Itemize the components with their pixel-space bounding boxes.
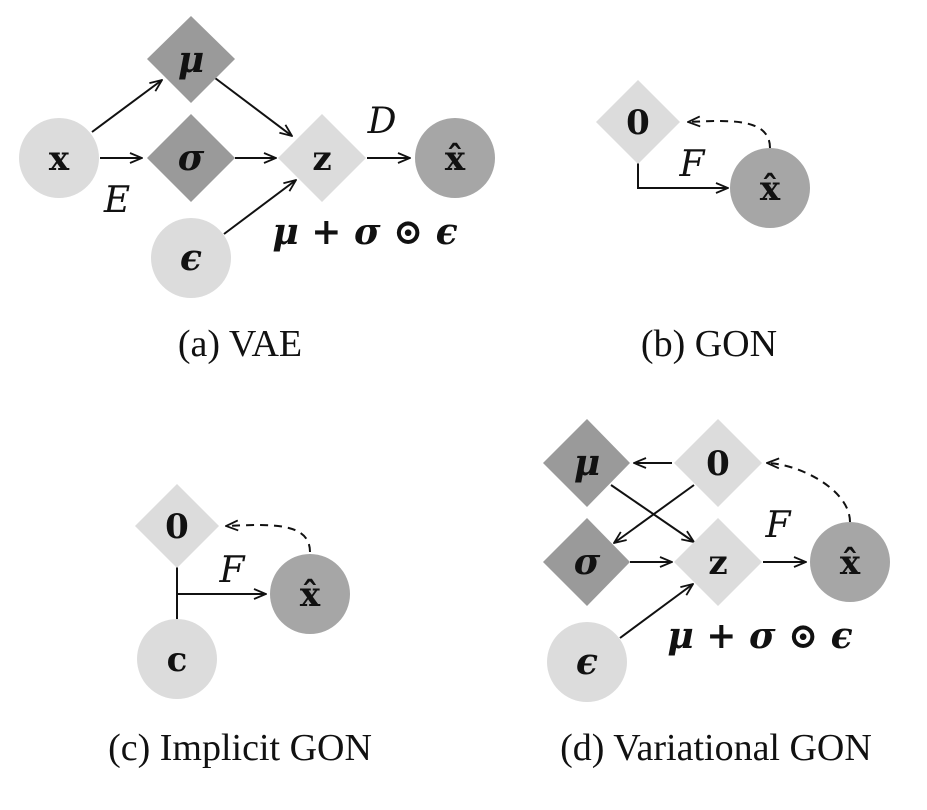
caption-b: (b) GON: [641, 323, 777, 365]
reparam-formula: μ + σ ⊙ ϵ: [272, 211, 457, 253]
edge-label-F: F: [219, 550, 247, 591]
edge-label-E: E: [103, 180, 130, 221]
node-z-label: z: [312, 139, 331, 179]
node-x-circle: [19, 118, 99, 198]
node-zero-label: 0: [165, 507, 189, 547]
node-zero-label: 0: [626, 103, 650, 143]
node-z-label: z: [708, 543, 727, 583]
node-xhat-circle: [730, 148, 810, 228]
node-z-diamond: [278, 114, 366, 202]
panel-d-variational-gon: μ 0 σ z ϵ x̂ F μ + σ ⊙ ϵ (d) Variational…: [543, 419, 890, 769]
node-zero-diamond: [596, 80, 680, 164]
node-mu-label: μ: [574, 442, 600, 484]
edge-x-to-mu: [91, 80, 162, 133]
node-mu-label: μ: [178, 39, 204, 81]
node-xhat-label: x̂: [300, 575, 321, 615]
panel-c-implicit-gon: 0 c x̂ F (c) Implicit GON: [108, 484, 372, 769]
edge-xhat-to-zero-feedback: [767, 463, 851, 523]
edge-mu-to-z: [214, 77, 292, 136]
caption-d: (d) Variational GON: [560, 727, 872, 769]
caption-a: (a) VAE: [178, 323, 302, 365]
node-sigma-label: σ: [178, 137, 205, 179]
node-mu-diamond: [543, 419, 630, 507]
node-eps-circle: [151, 218, 231, 298]
edge-zero-to-xhat: [637, 162, 728, 188]
panel-b-gon: 0 x̂ F (b) GON: [596, 80, 810, 365]
edge-mu-to-z: [610, 484, 694, 542]
edge-label-F: F: [765, 505, 793, 546]
caption-c: (c) Implicit GON: [108, 727, 372, 769]
edge-xhat-to-zero-feedback: [226, 525, 311, 553]
node-x-label: x: [49, 139, 70, 179]
edge-label-D: D: [367, 101, 397, 142]
node-sigma-diamond: [543, 518, 630, 606]
edge-eps-to-z: [619, 584, 693, 639]
panel-a-vae: x μ σ z ϵ x̂ E D μ + σ ⊙ ϵ (a) VAE: [19, 16, 495, 365]
node-eps-label: ϵ: [180, 237, 202, 279]
node-c-circle: [137, 619, 217, 699]
node-z-diamond: [674, 518, 762, 606]
edge-label-F: F: [679, 144, 707, 185]
edge-zero-to-sigma: [614, 484, 695, 543]
node-sigma-label: σ: [574, 541, 601, 583]
node-xhat-label: x̂: [445, 139, 466, 179]
node-zero-diamond: [135, 484, 219, 568]
node-eps-circle: [547, 622, 627, 702]
node-xhat-circle: [415, 118, 495, 198]
reparam-formula: μ + σ ⊙ ϵ: [667, 615, 852, 657]
node-xhat-label: x̂: [840, 543, 861, 583]
node-sigma-diamond: [147, 114, 235, 202]
node-eps-label: ϵ: [576, 641, 598, 683]
node-xhat-label: x̂: [760, 169, 781, 209]
node-zero-diamond: [674, 419, 762, 507]
edge-eps-to-z: [223, 180, 296, 235]
node-c-label: c: [167, 640, 188, 680]
node-xhat-circle: [810, 522, 890, 602]
node-zero-label: 0: [706, 444, 730, 484]
node-mu-diamond: [147, 16, 235, 103]
node-xhat-circle: [270, 554, 350, 634]
